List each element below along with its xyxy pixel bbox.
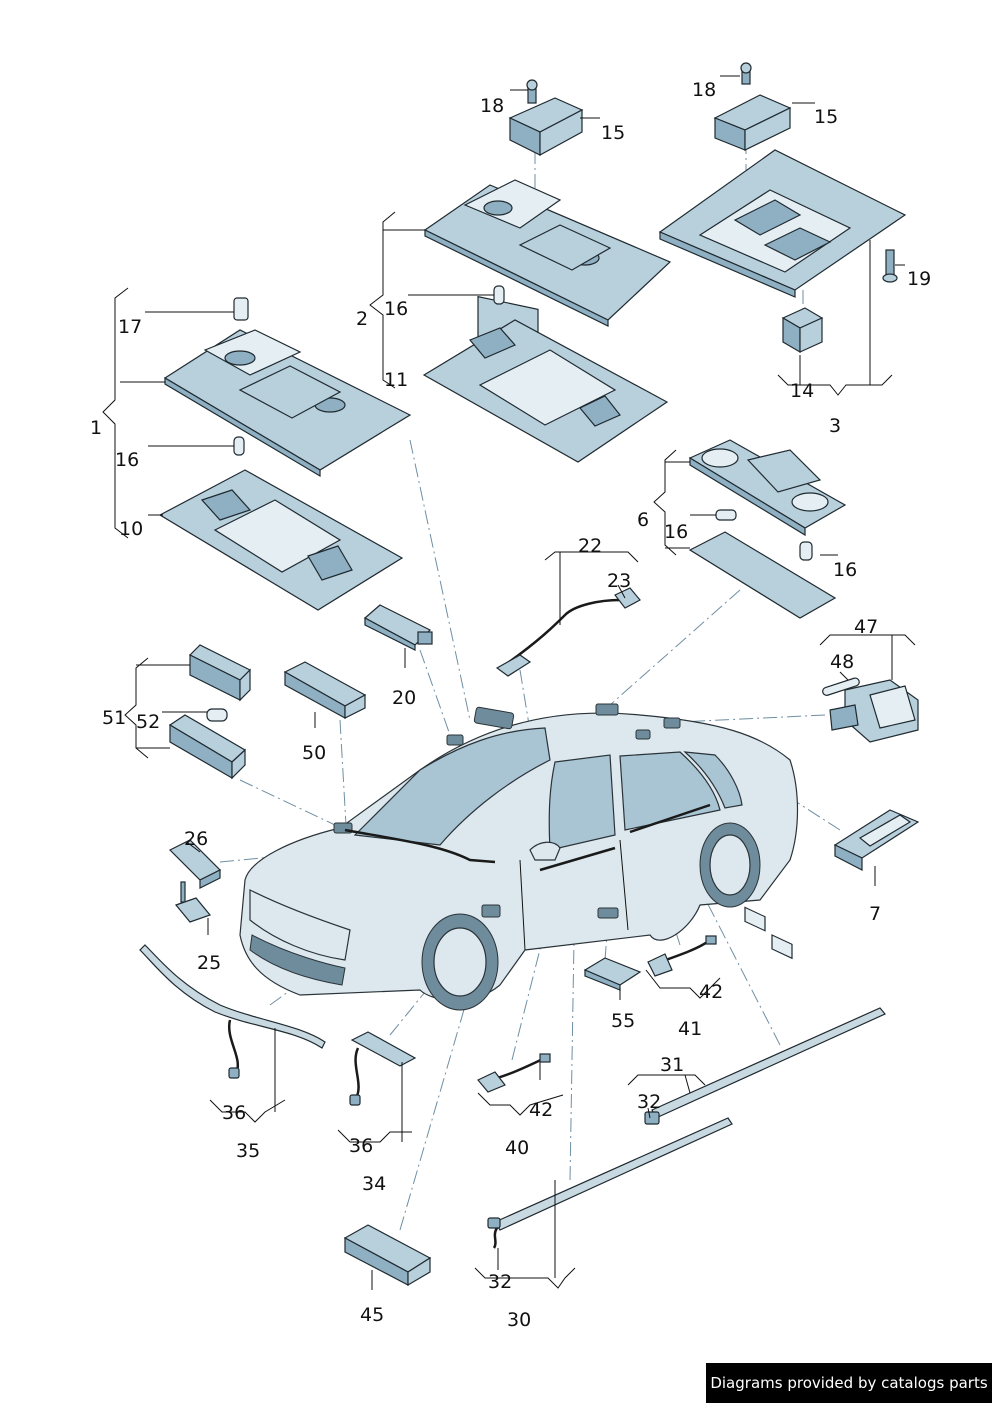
cover-11	[422, 319, 669, 463]
callout-50: 50	[302, 742, 326, 764]
bulb-16d	[799, 541, 813, 561]
callout-45: 45	[360, 1304, 384, 1326]
callout-7: 7	[869, 903, 881, 925]
callout-42b: 42	[529, 1099, 553, 1121]
callout-31: 31	[660, 1054, 684, 1076]
lamp-housing-51	[168, 714, 247, 780]
roof-console-1	[163, 297, 412, 478]
light-50	[283, 661, 367, 720]
courtesy-light-switch-15a	[508, 79, 584, 157]
bulb-16c	[715, 509, 737, 521]
callout-11: 11	[384, 369, 408, 391]
callout-16a: 16	[384, 298, 408, 320]
screw-19	[882, 249, 898, 283]
callout-labels: 18 15 18 15 19 2 16 11 14 3 17 1 16 10 6…	[90, 79, 931, 1331]
bulb-52	[206, 708, 228, 722]
light-55	[583, 957, 642, 991]
callout-41: 41	[678, 1018, 702, 1040]
callout-26: 26	[184, 828, 208, 850]
bulb-16b	[233, 436, 245, 456]
callout-2: 2	[356, 308, 368, 330]
car-interior-parts	[333, 703, 711, 919]
callout-23: 23	[607, 570, 631, 592]
module-51	[188, 644, 252, 702]
callout-32b: 32	[488, 1271, 512, 1293]
lamp-20	[363, 604, 433, 651]
callout-25: 25	[197, 952, 221, 974]
callout-47: 47	[854, 616, 878, 638]
callout-34: 34	[362, 1173, 386, 1195]
callout-18a: 18	[480, 95, 504, 117]
wire-35	[139, 944, 326, 1079]
light-47	[829, 679, 919, 743]
callout-30: 30	[507, 1309, 531, 1331]
callout-16d: 16	[833, 559, 857, 581]
callout-20: 20	[392, 687, 416, 709]
callout-14: 14	[790, 380, 814, 402]
callout-15a: 15	[601, 122, 625, 144]
callout-32a: 32	[637, 1091, 661, 1113]
callout-10: 10	[119, 518, 143, 540]
cover-10	[158, 469, 404, 611]
callout-16c: 16	[664, 521, 688, 543]
wiring-harness-22	[495, 587, 641, 677]
callout-1: 1	[90, 417, 102, 439]
callout-40: 40	[505, 1137, 529, 1159]
courtesy-light-switch-15b	[713, 62, 792, 151]
strip-30	[487, 1117, 733, 1249]
callout-48: 48	[830, 651, 854, 673]
callout-51: 51	[102, 707, 126, 729]
roof-console-3	[658, 149, 907, 298]
credit-banner: Diagrams provided by catalogs parts	[706, 1363, 992, 1403]
bulb-16a	[493, 285, 505, 305]
light-45	[343, 1224, 432, 1287]
callout-18b: 18	[692, 79, 716, 101]
bulb-48	[822, 677, 860, 696]
callout-36b: 36	[349, 1135, 373, 1157]
wire-40	[477, 1053, 551, 1093]
car-body	[239, 712, 799, 1011]
callout-42a: 42	[699, 981, 723, 1003]
switch-25	[174, 881, 212, 923]
callout-35: 35	[236, 1140, 260, 1162]
switch-26	[168, 839, 222, 889]
roof-console-2	[423, 179, 672, 351]
callout-16b: 16	[115, 449, 139, 471]
callout-19: 19	[907, 268, 931, 290]
callout-15b: 15	[814, 106, 838, 128]
strip-31	[644, 1007, 886, 1125]
callout-6: 6	[637, 509, 649, 531]
light-7	[833, 809, 920, 871]
callout-3: 3	[829, 415, 841, 437]
console-6	[688, 439, 847, 537]
callout-17: 17	[118, 316, 142, 338]
callout-52: 52	[136, 711, 160, 733]
strip-34	[349, 1031, 417, 1106]
wire-41	[647, 935, 717, 977]
leader-lines	[102, 75, 916, 1290]
button-14	[781, 307, 824, 354]
callout-55: 55	[611, 1010, 635, 1032]
callout-22: 22	[578, 535, 602, 557]
callout-36a: 36	[222, 1102, 246, 1124]
